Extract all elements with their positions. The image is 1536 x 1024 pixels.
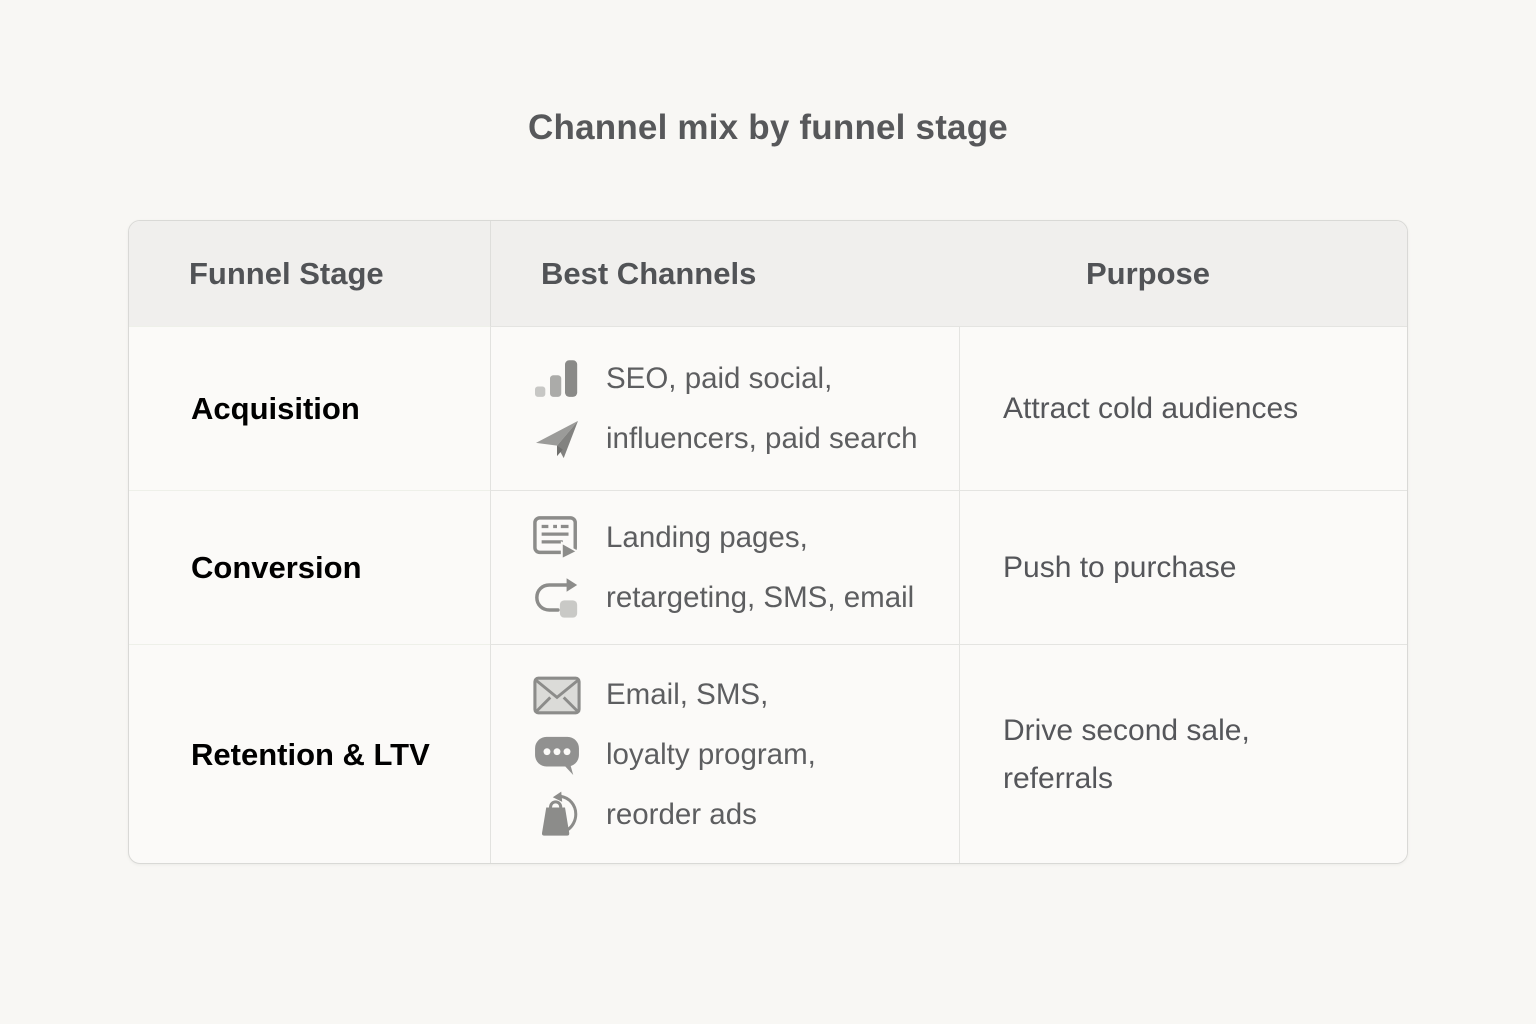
page-title: Channel mix by funnel stage bbox=[528, 108, 1008, 147]
channel-line: reorder ads bbox=[532, 791, 959, 838]
stage-cell-retention: Retention & LTV bbox=[129, 644, 490, 863]
stage-label: Conversion bbox=[191, 549, 362, 585]
email-icon bbox=[532, 672, 582, 718]
channel-label: reorder ads bbox=[606, 798, 757, 831]
channel-label: retargeting, SMS, email bbox=[606, 580, 915, 614]
purpose-cell-acquisition: Attract cold audiences bbox=[959, 326, 1407, 490]
retargeting-icon bbox=[532, 575, 582, 621]
stage-label: Acquisition bbox=[191, 390, 360, 426]
column-header-best-channels: Best Channels bbox=[490, 221, 959, 326]
channel-line: Email, SMS, bbox=[532, 672, 959, 718]
stage-label: Retention & LTV bbox=[191, 737, 430, 772]
channel-label: loyalty program, bbox=[606, 738, 816, 771]
stage-cell-conversion: Conversion bbox=[129, 490, 490, 644]
channel-line: retargeting, SMS, email bbox=[532, 575, 959, 621]
channel-line: loyalty program, bbox=[532, 732, 959, 778]
stage-cell-acquisition: Acquisition bbox=[129, 326, 490, 490]
channels-cell-conversion: Landing pages, retargeting, SMS, email bbox=[490, 490, 959, 644]
column-header-funnel-stage: Funnel Stage bbox=[129, 221, 490, 326]
purpose-text: Push to purchase bbox=[1003, 550, 1237, 584]
channel-line: influencers, paid search bbox=[532, 416, 959, 462]
channel-line: Landing pages, bbox=[532, 515, 959, 561]
reorder-bag-icon bbox=[532, 791, 582, 838]
chat-icon bbox=[532, 732, 582, 778]
channel-label: Landing pages, bbox=[606, 520, 808, 554]
channel-label: Email, SMS, bbox=[606, 678, 769, 711]
channels-cell-retention: Email, SMS, loyalty program, bbox=[490, 644, 959, 863]
bar-chart-icon bbox=[532, 356, 582, 402]
column-header-purpose: Purpose bbox=[959, 221, 1407, 326]
purpose-cell-retention: Drive second sale, referrals bbox=[959, 644, 1407, 863]
channel-label: influencers, paid search bbox=[606, 421, 918, 455]
channel-line: SEO, paid social, bbox=[532, 356, 959, 402]
channel-mix-table: Funnel Stage Best Channels Purpose Acqui… bbox=[128, 220, 1408, 864]
purpose-cell-conversion: Push to purchase bbox=[959, 490, 1407, 644]
purpose-text: Drive second sale, referrals bbox=[1003, 714, 1250, 795]
purpose-text: Attract cold audiences bbox=[1003, 391, 1299, 425]
channel-label: SEO, paid social, bbox=[606, 361, 833, 395]
paper-plane-icon bbox=[532, 416, 582, 462]
channels-cell-acquisition: SEO, paid social, influencers, paid sear… bbox=[490, 326, 959, 490]
landing-page-icon bbox=[532, 515, 582, 561]
